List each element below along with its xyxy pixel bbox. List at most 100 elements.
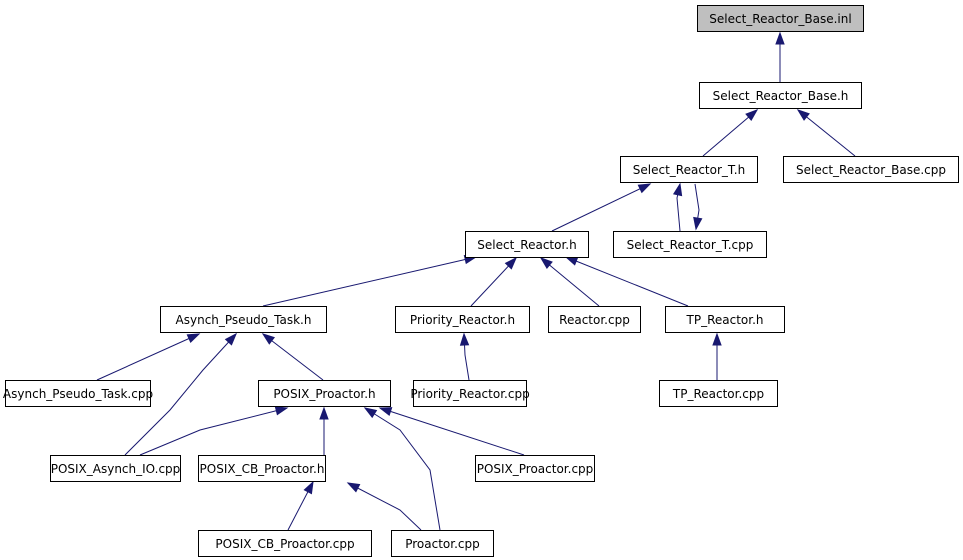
node-asynch-pseudo-task-h[interactable]: Asynch_Pseudo_Task.h bbox=[160, 306, 327, 333]
arrowhead-icon bbox=[539, 257, 553, 269]
node-label: POSIX_CB_Proactor.h bbox=[200, 462, 325, 476]
node-label: POSIX_Proactor.h bbox=[273, 387, 375, 401]
node-reactor-cpp[interactable]: Reactor.cpp bbox=[548, 306, 641, 333]
node-box bbox=[699, 82, 862, 109]
node-label: POSIX_CB_Proactor.cpp bbox=[215, 537, 354, 551]
node-proactor-cpp[interactable]: Proactor.cpp bbox=[391, 530, 494, 557]
edge-select-reactor-t-h-to-select-reactor-base-h bbox=[702, 109, 759, 157]
edge-line bbox=[262, 256, 477, 307]
node-posix-proactor-cpp[interactable]: POSIX_Proactor.cpp bbox=[475, 455, 595, 482]
node-posix-asynch-io-cpp[interactable]: POSIX_Asynch_IO.cpp bbox=[50, 455, 181, 482]
node-select-reactor-base-h[interactable]: Select_Reactor_Base.h bbox=[699, 82, 862, 109]
node-posix-cb-proactor-cpp[interactable]: POSIX_CB_Proactor.cpp bbox=[198, 530, 372, 557]
node-label: Select_Reactor_Base.h bbox=[713, 89, 849, 103]
node-box bbox=[395, 306, 530, 333]
node-box bbox=[620, 156, 758, 183]
edge-proactor-cpp-to-posix-cb-proactor-h bbox=[346, 482, 422, 531]
arrowhead-icon bbox=[775, 31, 785, 45]
arrowhead-icon bbox=[693, 216, 703, 231]
node-posix-proactor-h[interactable]: POSIX_Proactor.h bbox=[258, 380, 391, 407]
edge-line bbox=[96, 333, 200, 381]
node-label: POSIX_Asynch_IO.cpp bbox=[51, 462, 181, 476]
edge-reactor-cpp-to-select-reactor-h bbox=[539, 257, 600, 307]
node-select-reactor-t-cpp[interactable]: Select_Reactor_T.cpp bbox=[613, 231, 767, 258]
node-select-reactor-h[interactable]: Select_Reactor.h bbox=[465, 231, 589, 258]
edge-line bbox=[379, 407, 525, 456]
edge-line bbox=[551, 183, 651, 232]
node-box bbox=[160, 306, 327, 333]
arrowhead-icon bbox=[346, 482, 361, 493]
edge-tp-reactor-cpp-to-tp-reactor-h bbox=[712, 332, 722, 380]
edge-posix-cb-proactor-h-to-posix-proactor-h bbox=[319, 406, 329, 455]
node-label: Select_Reactor.h bbox=[477, 238, 576, 252]
edge-line bbox=[702, 109, 758, 157]
edge-line bbox=[124, 333, 237, 456]
edge-line bbox=[262, 333, 324, 381]
node-label: Asynch_Pseudo_Task.h bbox=[176, 313, 312, 327]
edges-layer bbox=[96, 31, 856, 531]
node-box bbox=[5, 380, 151, 407]
node-label: Reactor.cpp bbox=[559, 313, 630, 327]
node-box bbox=[475, 455, 595, 482]
node-box bbox=[613, 231, 767, 258]
node-asynch-pseudo-task-cpp[interactable]: Asynch_Pseudo_Task.cpp bbox=[3, 380, 153, 407]
edge-line bbox=[347, 482, 422, 531]
arrowhead-icon bbox=[274, 406, 289, 416]
node-label: Select_Reactor_Base.cpp bbox=[796, 163, 946, 177]
arrowhead-icon bbox=[378, 407, 393, 417]
arrowhead-icon bbox=[261, 333, 275, 345]
edge-select-reactor-h-to-select-reactor-t-h bbox=[551, 183, 652, 232]
node-box bbox=[258, 380, 391, 407]
nodes-layer: Select_Reactor_Base.inlSelect_Reactor_Ba… bbox=[3, 5, 959, 557]
node-box bbox=[783, 156, 959, 183]
arrowhead-icon bbox=[186, 333, 201, 344]
edge-posix-cb-proactor-cpp-to-posix-cb-proactor-h bbox=[287, 480, 314, 531]
edge-line bbox=[364, 407, 441, 531]
node-select-reactor-t-h[interactable]: Select_Reactor_T.h bbox=[620, 156, 758, 183]
edge-asynch-pseudo-task-cpp-to-asynch-pseudo-task-h bbox=[96, 333, 201, 381]
edge-asynch-pseudo-task-h-to-select-reactor-h bbox=[262, 254, 478, 307]
node-priority-reactor-cpp[interactable]: Priority_Reactor.cpp bbox=[410, 380, 530, 407]
edge-posix-asynch-io-cpp-to-asynch-pseudo-task-h bbox=[124, 332, 237, 456]
arrowhead-icon bbox=[564, 256, 579, 266]
edge-select-reactor-t-h-to-select-reactor-t-cpp bbox=[693, 183, 703, 231]
node-label: Priority_Reactor.h bbox=[410, 313, 515, 327]
edge-line bbox=[565, 256, 689, 307]
arrowhead-icon bbox=[504, 256, 518, 270]
edge-select-reactor-t-cpp-to-select-reactor-t-h bbox=[672, 182, 683, 232]
node-box bbox=[665, 306, 785, 333]
node-label: Proactor.cpp bbox=[405, 537, 480, 551]
node-select-reactor-base-cpp[interactable]: Select_Reactor_Base.cpp bbox=[783, 156, 959, 183]
arrowhead-icon bbox=[796, 109, 810, 121]
node-label: Select_Reactor_T.h bbox=[633, 163, 745, 177]
node-priority-reactor-h[interactable]: Priority_Reactor.h bbox=[395, 306, 530, 333]
arrowhead-icon bbox=[363, 407, 378, 419]
node-box bbox=[198, 530, 372, 557]
arrowhead-icon bbox=[672, 182, 683, 197]
node-box bbox=[659, 380, 778, 407]
node-label: POSIX_Proactor.cpp bbox=[477, 462, 594, 476]
node-label: Select_Reactor_T.cpp bbox=[627, 238, 754, 252]
node-tp-reactor-h[interactable]: TP_Reactor.h bbox=[665, 306, 785, 333]
edge-proactor-cpp-to-posix-proactor-h bbox=[363, 407, 441, 531]
node-label: Asynch_Pseudo_Task.cpp bbox=[3, 387, 153, 401]
arrowhead-icon bbox=[224, 332, 237, 346]
edge-line bbox=[139, 407, 288, 456]
arrowhead-icon bbox=[459, 332, 470, 346]
edge-priority-reactor-cpp-to-priority-reactor-h bbox=[459, 332, 470, 381]
node-label: TP_Reactor.cpp bbox=[672, 387, 764, 401]
edge-select-reactor-base-cpp-to-select-reactor-base-h bbox=[796, 109, 856, 157]
arrowhead-icon bbox=[319, 406, 329, 420]
arrowhead-icon bbox=[303, 480, 314, 495]
node-posix-cb-proactor-h[interactable]: POSIX_CB_Proactor.h bbox=[198, 455, 326, 482]
node-label: TP_Reactor.h bbox=[686, 313, 764, 327]
node-tp-reactor-cpp[interactable]: TP_Reactor.cpp bbox=[659, 380, 778, 407]
node-label: Select_Reactor_Base.inl bbox=[709, 12, 851, 26]
arrowhead-icon bbox=[745, 109, 759, 122]
node-box bbox=[548, 306, 641, 333]
arrowhead-icon bbox=[712, 332, 722, 346]
edge-tp-reactor-h-to-select-reactor-h bbox=[564, 256, 689, 307]
node-box bbox=[465, 231, 589, 258]
edge-posix-proactor-h-to-asynch-pseudo-task-h bbox=[261, 333, 324, 381]
